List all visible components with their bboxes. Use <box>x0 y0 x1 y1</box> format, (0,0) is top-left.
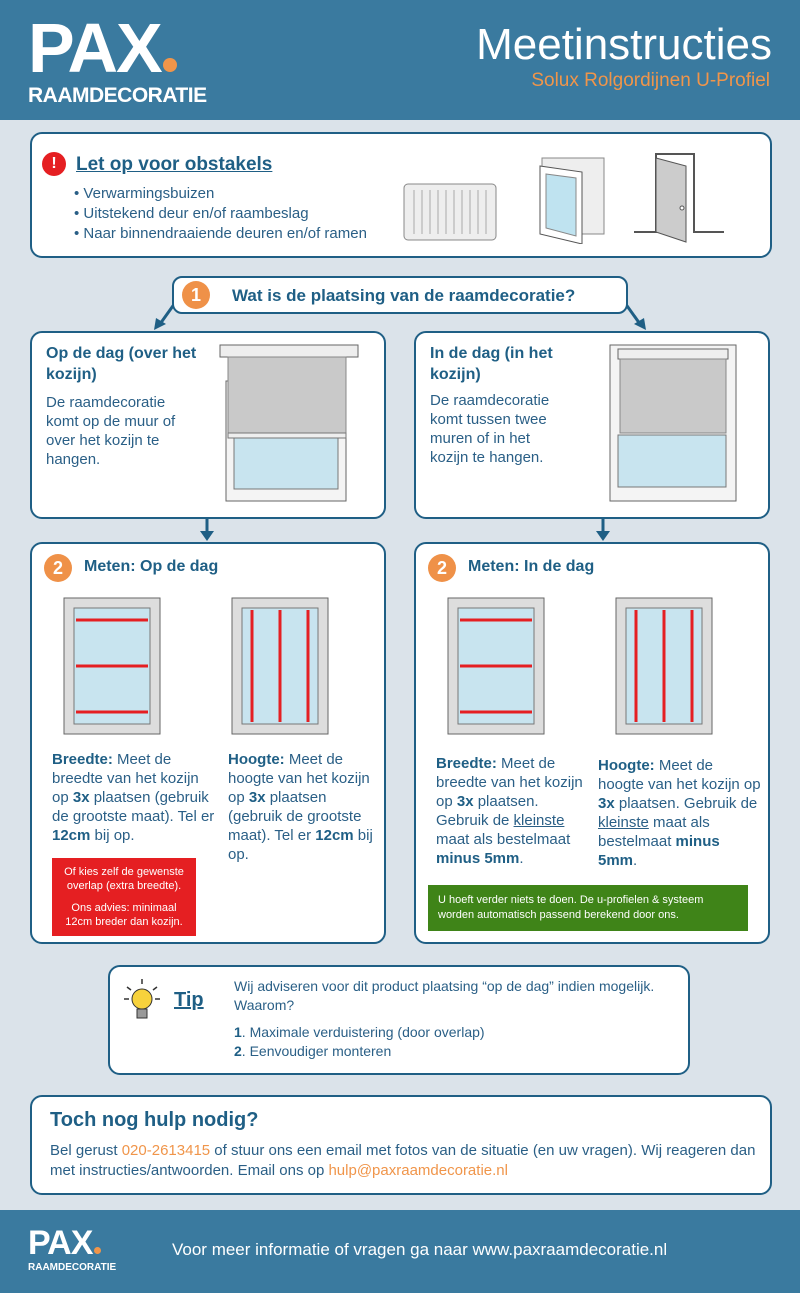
obstacles-title: Let op voor obstakels <box>76 154 273 175</box>
obstacle-item: • Uitstekend deur en/of raambeslag <box>74 205 309 222</box>
item-text: . Eenvoudiger monteren <box>241 1043 392 1059</box>
measure-diagrams <box>447 597 713 735</box>
text: Meet de hoogte van het kozijn op <box>228 751 370 806</box>
item-text: . Maximale verduistering (door overlap) <box>241 1024 485 1040</box>
step-number: 2 <box>428 554 456 582</box>
logo-subtitle: RAAMDECORATIE <box>28 84 207 107</box>
tip-label: Tip <box>174 989 204 1011</box>
text: 12cm <box>52 827 91 844</box>
width-measure-diagram <box>63 597 161 735</box>
window-icon <box>539 157 605 244</box>
text: 3x <box>72 789 90 806</box>
footer: PAX RAAMDECORATIE Voor meer informatie o… <box>0 1210 800 1293</box>
note-text: Ons advies: minimaal 12cm breder dan koz… <box>65 902 183 928</box>
tip-item: 1. Maximale verduistering (door overlap) <box>234 1023 485 1042</box>
in-de-dag-panel: In de dag (in het kozijn) De raamdecorat… <box>414 331 770 519</box>
text: 3x <box>598 795 615 812</box>
measure-op-title: Meten: Op de dag <box>84 558 219 575</box>
email-link[interactable]: hulp@paxraamdecoratie.nl <box>328 1162 508 1179</box>
help-text: Bel gerust 020-2613415 of stuur ons een … <box>50 1141 760 1181</box>
help-title: Toch nog hulp nodig? <box>50 1109 259 1131</box>
text: bij op. <box>90 827 135 844</box>
text: bij op. <box>228 827 373 863</box>
phone-link[interactable]: 020-2613415 <box>121 1142 211 1159</box>
text: maat als bestelmaat <box>436 831 571 848</box>
logo: PAX <box>28 10 177 86</box>
height-instruction: Hoogte: Meet de hoogte van het kozijn op… <box>598 756 762 870</box>
measure-diagrams <box>63 597 329 735</box>
logo-dot <box>162 58 177 72</box>
text: maat als bestelmaat <box>598 814 710 850</box>
text: . <box>519 850 524 867</box>
item-number: 2 <box>234 1043 242 1059</box>
radiator-icon <box>403 183 497 241</box>
op-de-dag-panel: Op de dag (over het kozijn) De raamdecor… <box>30 331 386 519</box>
step1-question: 1 Wat is de plaatsing van de raamdecorat… <box>172 276 628 314</box>
step1-title: Wat is de plaatsing van de raamdecoratie… <box>232 286 576 305</box>
text: . <box>633 852 638 869</box>
footer-logo: PAX <box>28 1224 102 1263</box>
measure-in-title: Meten: In de dag <box>468 558 595 575</box>
text: Bel gerust <box>50 1142 122 1159</box>
measure-op-de-dag-panel: 2 Meten: Op de dag Breedte: Meet de bree… <box>30 542 386 944</box>
text: 3x <box>248 789 266 806</box>
label: Hoogte: <box>228 751 285 768</box>
help-panel: Toch nog hulp nodig? Bel gerust 020-2613… <box>30 1095 772 1195</box>
roller-blind-in-frame-illustration <box>609 344 737 502</box>
overlap-note: Of kies zelf de gewenste overlap (extra … <box>52 858 196 936</box>
op-de-dag-title: Op de dag (over het kozijn) <box>46 345 197 383</box>
automatic-note: U hoeft verder niets te doen. De u-profi… <box>428 885 748 931</box>
text: minus 5mm <box>436 850 520 867</box>
text: Meet de breedte van het kozijn op <box>436 755 583 810</box>
item-number: 1 <box>234 1024 242 1040</box>
text: plaatsen. Gebruik de <box>436 793 539 829</box>
page-subtitle: Solux Rolgordijnen U-Profiel <box>531 70 770 91</box>
exclamation-icon: ! <box>42 152 66 176</box>
step-number: 1 <box>182 281 210 309</box>
step-number: 2 <box>44 554 72 582</box>
measure-in-de-dag-panel: 2 Meten: In de dag Breedte: Meet de bree… <box>414 542 770 944</box>
op-de-dag-text: De raamdecoratie komt op de muur of over… <box>46 394 176 468</box>
lightbulb-icon <box>124 979 160 1019</box>
door-icon <box>634 153 724 243</box>
height-measure-diagram <box>615 597 713 735</box>
text: plaatsen (gebruik de grootste maat). Tel… <box>228 789 362 844</box>
footer-logo-sub: RAAMDECORATIE <box>28 1262 117 1273</box>
page-title: Meetinstructies <box>476 20 772 69</box>
label: Breedte: <box>52 751 113 768</box>
note-text: Of kies zelf de gewenste overlap (extra … <box>64 866 184 892</box>
obstacles-panel: ! Let op voor obstakels • Verwarmingsbui… <box>30 132 772 258</box>
text: kleinste <box>513 812 565 829</box>
text: 12cm <box>315 827 354 844</box>
in-de-dag-title: In de dag (in het kozijn) <box>430 345 553 383</box>
text: of stuur ons een email met fotos van de … <box>50 1142 756 1179</box>
in-de-dag-text: De raamdecoratie komt tussen twee muren … <box>430 392 550 466</box>
label: Hoogte: <box>598 757 655 774</box>
tip-panel: Tip Wij adviseren voor dit product plaat… <box>108 965 690 1075</box>
width-instruction: Breedte: Meet de breedte van het kozijn … <box>436 754 592 868</box>
roller-blind-over-frame-illustration <box>219 344 359 502</box>
width-measure-diagram <box>447 597 545 735</box>
text: minus 5mm <box>598 833 720 869</box>
text: plaatsen (gebruik de grootste maat). Tel… <box>52 789 215 825</box>
header: PAX RAAMDECORATIE Meetinstructies Solux … <box>0 0 800 120</box>
height-instruction: Hoogte: Meet de hoogte van het kozijn op… <box>228 750 378 864</box>
obstacle-item: • Verwarmingsbuizen <box>74 185 215 202</box>
down-arrows <box>200 519 610 541</box>
tip-item: 2. Eenvoudiger monteren <box>234 1042 485 1061</box>
height-measure-diagram <box>231 597 329 735</box>
logo-dot <box>94 1247 102 1254</box>
text: plaatsen. Gebruik de <box>614 795 758 812</box>
obstacle-item: • Naar binnendraaiende deuren en/of rame… <box>74 225 367 242</box>
text: Meet de breedte van het kozijn op <box>52 751 199 806</box>
label: Breedte: <box>436 755 497 772</box>
width-instruction: Breedte: Meet de breedte van het kozijn … <box>52 750 218 845</box>
text: 3x <box>456 793 474 810</box>
text: Meet de hoogte van het kozijn op <box>598 757 761 793</box>
tip-text: Wij adviseren voor dit product plaatsing… <box>234 978 655 1013</box>
obstacle-illustrations <box>403 153 724 244</box>
footer-text: Voor meer informatie of vragen ga naar w… <box>172 1240 668 1259</box>
text: kleinste <box>598 814 649 831</box>
